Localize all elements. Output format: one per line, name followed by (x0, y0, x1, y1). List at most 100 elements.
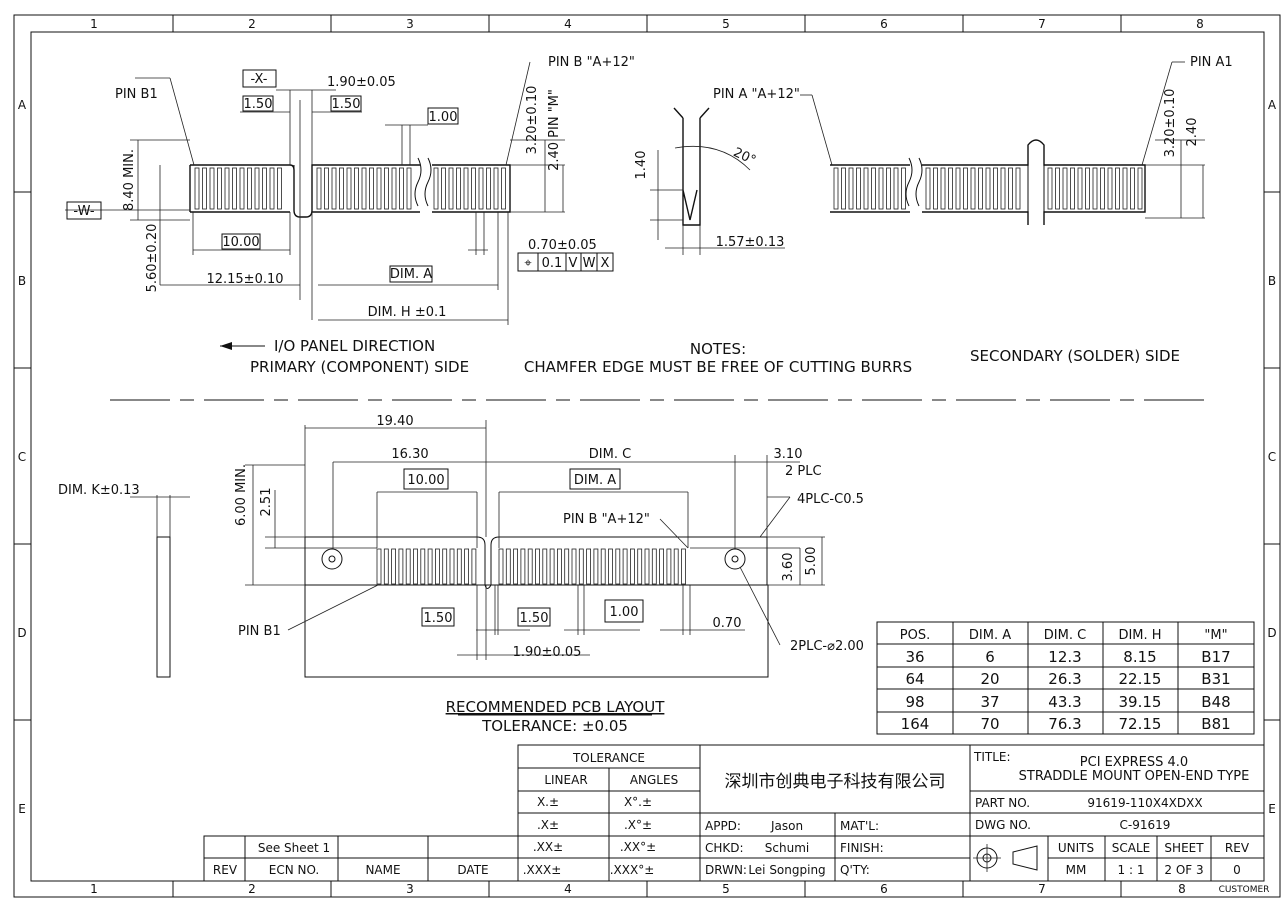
row-b-r: B (1268, 274, 1276, 288)
pin-contact (848, 167, 854, 210)
pin-contact (486, 167, 491, 210)
pin-contact (471, 548, 477, 585)
third-angle-projection-icon (973, 844, 1038, 872)
edge-profile (673, 107, 710, 226)
secondary-connector-outline (830, 139, 1146, 225)
arrow-left-icon (220, 342, 232, 350)
row-d-r: D (1267, 626, 1276, 640)
dim-k: DIM. K±0.13 (58, 483, 140, 498)
datum-w: -W- (73, 204, 94, 219)
pcb-board-outline (304, 584, 769, 678)
dim-1630: 16.30 (391, 447, 428, 462)
pin-contact (441, 167, 446, 210)
scale-label: SCALE (1112, 841, 1150, 855)
dim-100-pcb: 1.00 (610, 605, 639, 620)
table-cell: B17 (1201, 648, 1230, 666)
chkd-value: Schumi (765, 841, 809, 855)
pin-contact (542, 548, 548, 585)
pin-contact (232, 167, 237, 210)
row-b: B (18, 274, 26, 288)
dim-251: 2.51 (259, 488, 274, 517)
pin-contact (527, 548, 533, 585)
pin-contact (1115, 167, 1120, 210)
dim-190-pcb: 1.90±0.05 (513, 645, 582, 660)
dim-150-pcb-a: 1.50 (424, 611, 453, 626)
pin-contact (1130, 167, 1135, 210)
dim-190: 1.90±0.05 (327, 75, 396, 90)
pin-contact (391, 548, 397, 585)
pin-contact (985, 167, 991, 210)
col-7-b: 7 (1038, 882, 1046, 896)
pin-contact (202, 167, 207, 210)
pin-contact (463, 167, 469, 210)
title-label: TITLE: (973, 750, 1011, 764)
col-1-b: 1 (90, 882, 98, 896)
pin-contact (434, 548, 440, 585)
dim-140: 1.40 (634, 151, 649, 180)
pin-contact (406, 167, 412, 210)
pin-b-a12-pcb: PIN B "A+12" (563, 512, 650, 527)
zone-columns-bottom: 1 2 3 4 5 6 7 8 (90, 881, 1186, 897)
angle-dxxx: .XXX°± (610, 863, 655, 877)
col-5: 5 (722, 17, 730, 31)
linear-header: LINEAR (544, 773, 587, 787)
see-sheet-note: See Sheet 1 (258, 841, 330, 855)
pin-contact (464, 548, 470, 585)
dim-840: 8.40 MIN. (122, 149, 137, 211)
pin-contact (863, 167, 869, 210)
primary-pins-right (316, 167, 506, 210)
table-cell: B31 (1201, 670, 1230, 688)
pin-contact (277, 167, 282, 210)
fcf-symbol: ⌖ (524, 256, 532, 271)
mounting-hole-left (321, 548, 343, 570)
pin-contact (398, 548, 404, 585)
pin-contact (886, 167, 891, 210)
table-cell: 37 (980, 693, 999, 711)
pin-contact (1062, 167, 1068, 210)
io-panel-direction: I/O PANEL DIRECTION (274, 337, 435, 355)
dim-070-pcb: 0.70 (713, 616, 742, 631)
table-cell: B81 (1201, 715, 1230, 733)
notes-title: NOTES: (690, 340, 746, 358)
pin-contact (405, 548, 411, 585)
linear-dxxx: .XXX± (523, 863, 562, 877)
pin-contact (978, 167, 983, 210)
col-8-b: 8 (1178, 882, 1186, 896)
pin-contact (615, 548, 621, 585)
pin-contact (247, 167, 252, 210)
rev-label: REV (1225, 841, 1250, 855)
pin-a1-label: PIN A1 (1190, 55, 1233, 70)
fcf-v: V (569, 256, 578, 271)
dim-150-a: 1.50 (244, 97, 273, 112)
fcf-value: 0.1 (542, 256, 563, 271)
pin-contact (1122, 167, 1128, 210)
pin-contact (571, 548, 577, 585)
table-cell: 70 (980, 715, 999, 733)
pin-contact (593, 548, 599, 585)
pin-contact (557, 548, 562, 585)
pin-contact (383, 548, 389, 585)
secondary-pins-right (1047, 167, 1143, 210)
row-e: E (18, 802, 26, 816)
board-thickness-profile (156, 536, 171, 678)
pin-contact (1070, 167, 1075, 210)
dim-560: 5.60±0.20 (145, 224, 160, 293)
captions: I/O PANEL DIRECTION PRIMARY (COMPONENT) … (110, 337, 1208, 401)
pin-contact (262, 167, 267, 210)
pin-contact (1015, 167, 1021, 210)
secondary-side-label: SECONDARY (SOLDER) SIDE (970, 347, 1180, 365)
col-7: 7 (1038, 17, 1046, 31)
dim-c: DIM. C (589, 447, 631, 462)
edge-profile-view: 1.40 20° 1.57±0.13 PIN A "A+12" (634, 87, 833, 255)
table-cell: B48 (1201, 693, 1230, 711)
pin-contact (324, 167, 329, 210)
customer-label: CUSTOMER (1219, 885, 1270, 895)
pcb-cutout-outline (304, 536, 768, 589)
table-cell: 36 (905, 648, 924, 666)
chkd-label: CHKD: (705, 841, 744, 855)
pin-b1-label: PIN B1 (115, 87, 158, 102)
table-cell: 22.15 (1119, 670, 1162, 688)
row-c-r: C (1268, 450, 1276, 464)
primary-connector-outline (190, 164, 511, 218)
pin-contact (564, 548, 570, 585)
